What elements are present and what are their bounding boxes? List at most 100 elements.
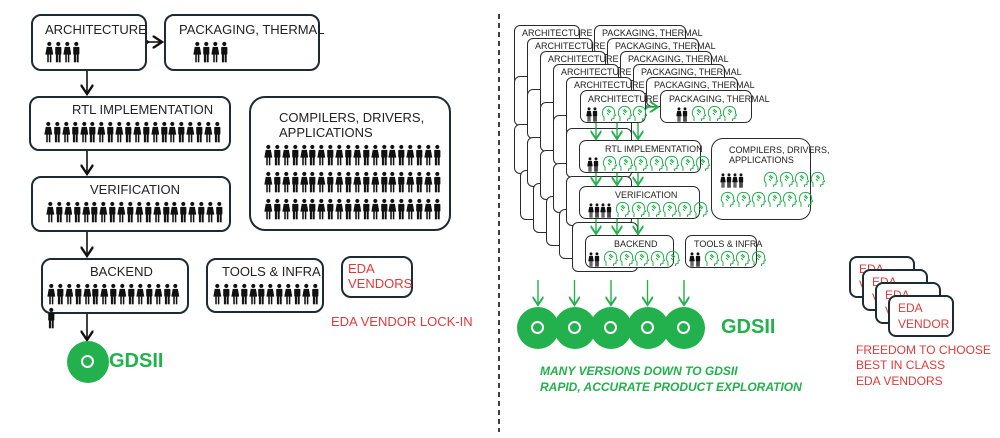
person-icon	[689, 252, 695, 267]
ai-head-icon	[618, 155, 633, 171]
person-icon	[163, 283, 170, 305]
person-icon	[416, 144, 423, 166]
person-icon	[398, 144, 405, 166]
r-compilers-box: COMPILERS, DRIVERS, APPLICATIONS	[711, 138, 830, 220]
architecture-label: ARCHITECTURE	[45, 22, 147, 37]
r-caption-line2: RAPID, ACCURATE PRODUCT EXPLORATION	[540, 380, 802, 394]
person-icon	[71, 121, 79, 143]
person-icon	[44, 121, 53, 143]
ai-head-icon	[603, 250, 618, 266]
person-icon	[317, 198, 326, 220]
person-icon	[424, 171, 433, 193]
freedom-line3: EDA VENDORS	[856, 374, 943, 388]
r-backend-label: BACKEND	[614, 239, 658, 249]
ai-head-icon	[736, 191, 751, 207]
person-icon	[380, 198, 387, 220]
person-icon	[151, 121, 159, 143]
person-icon	[695, 252, 701, 267]
r-architecture-label: ARCHITECTURE	[588, 94, 659, 104]
person-icon	[327, 198, 334, 220]
person-icon	[335, 171, 344, 193]
stack-card-label: PACKAGING, THERMAL	[641, 67, 742, 77]
person-icon	[274, 144, 281, 166]
person-icon	[91, 201, 98, 223]
compilers-people-row-1	[264, 143, 442, 167]
person-icon	[388, 144, 397, 166]
r-caption-line1: MANY VERSIONS DOWN TO GDSII	[540, 364, 738, 378]
person-icon	[335, 144, 344, 166]
person-icon	[345, 171, 352, 193]
person-icon	[240, 283, 248, 305]
stack-card-label: ARCHITECTURE	[535, 41, 606, 51]
person-icon	[371, 171, 379, 193]
person-icon	[327, 144, 334, 166]
person-icon	[54, 121, 61, 143]
person-icon	[180, 201, 187, 223]
person-icon	[345, 198, 352, 220]
eda-vendor-card-label: EDA	[898, 301, 923, 315]
person-icon	[363, 144, 370, 166]
compilers-people-row-3	[264, 197, 442, 221]
stack-card-label: PACKAGING, THERMAL	[628, 54, 729, 64]
freedom-line2: BEST IN CLASS	[856, 358, 946, 372]
r-packaging-label: PACKAGING, THERMAL	[669, 94, 770, 104]
person-icon	[74, 283, 82, 305]
person-icon	[171, 283, 180, 305]
person-icon	[193, 41, 202, 63]
person-icon	[133, 121, 142, 143]
r-tools-label: TOOLS & INFRA	[694, 239, 763, 249]
person-icon	[274, 171, 281, 193]
r-architecture-team	[586, 105, 648, 122]
person-icon	[146, 283, 153, 305]
person-icon	[125, 121, 132, 143]
r-verification-team	[588, 201, 708, 218]
person-icon	[203, 41, 210, 63]
person-icon	[434, 198, 441, 220]
ai-head-icon	[779, 171, 794, 187]
person-icon	[231, 283, 240, 305]
r-compilers-label-line1: COMPILERS, DRIVERS,	[729, 145, 830, 155]
gdsii-disc-icon	[590, 307, 632, 349]
packaging-people	[193, 40, 229, 64]
ai-head-icon	[782, 191, 797, 207]
ai-head-icon	[601, 105, 616, 121]
ai-head-icon	[720, 191, 735, 207]
person-icon	[312, 283, 319, 305]
gdsii-label: GDSII	[109, 350, 164, 372]
person-icon	[57, 283, 64, 305]
ai-head-icon	[707, 105, 722, 121]
tools-label: TOOLS & INFRA	[222, 264, 321, 279]
person-icon	[676, 107, 682, 122]
person-icon	[89, 121, 96, 143]
person-icon	[264, 198, 273, 220]
person-icon	[46, 201, 55, 223]
person-icon	[135, 201, 144, 223]
ai-head-icon	[680, 155, 695, 171]
person-icon	[213, 283, 222, 305]
person-icon	[127, 201, 134, 223]
person-icon	[168, 121, 177, 143]
person-icon	[726, 173, 732, 188]
person-icon	[398, 198, 405, 220]
person-icon	[47, 283, 56, 305]
person-icon	[258, 283, 265, 305]
person-icon	[380, 144, 387, 166]
ai-head-icon	[693, 201, 708, 217]
person-icon	[282, 198, 291, 220]
person-icon	[284, 283, 293, 305]
ai-head-icon	[735, 250, 750, 266]
ai-head-icon	[662, 201, 677, 217]
person-icon	[109, 201, 116, 223]
person-icon	[81, 201, 90, 223]
person-icon	[345, 144, 352, 166]
person-icon	[594, 203, 600, 218]
eda-vendors-label-line2: VENDORS	[348, 276, 413, 291]
person-icon	[196, 121, 203, 143]
person-icon	[416, 171, 423, 193]
stack-card-label: ARCHITECTURE	[574, 80, 645, 90]
person-icon	[720, 173, 726, 188]
person-icon	[107, 121, 114, 143]
person-icon	[198, 201, 205, 223]
person-icon	[416, 198, 423, 220]
